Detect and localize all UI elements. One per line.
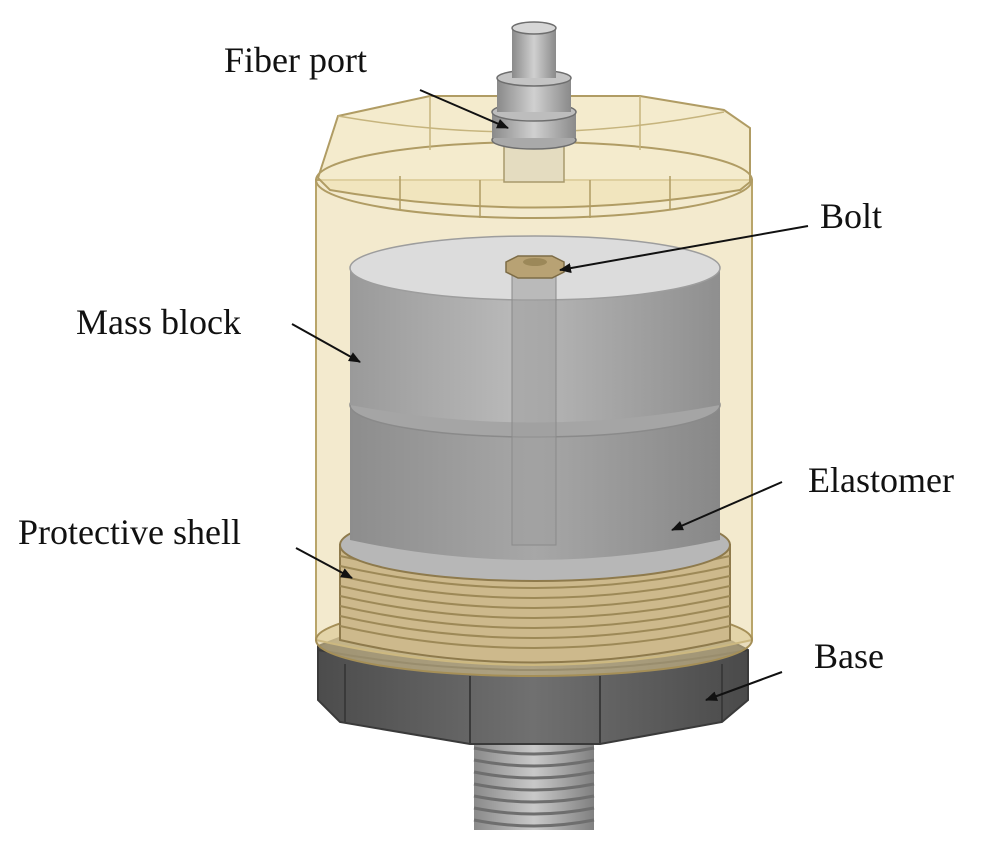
arrow-protective-shell [295, 547, 353, 579]
label-protective-shell: Protective shell [18, 512, 241, 552]
arrow-mass-block [291, 323, 361, 363]
arrow-bolt [559, 225, 809, 274]
fiber-port-connector [491, 21, 577, 183]
label-mass-block: Mass block [76, 302, 241, 342]
central-shaft [511, 274, 557, 546]
label-bolt: Bolt [820, 196, 883, 236]
arrow-fiber-port [419, 89, 509, 129]
label-fiber-port: Fiber port [224, 40, 367, 80]
arrow-elastomer [671, 481, 783, 531]
label-base: Base [814, 636, 884, 676]
label-elastomer: Elastomer [808, 460, 954, 500]
bolt-nut [505, 255, 565, 279]
arrow-base [705, 671, 783, 701]
threaded-stud [473, 735, 595, 830]
callout-arrows [291, 89, 809, 701]
